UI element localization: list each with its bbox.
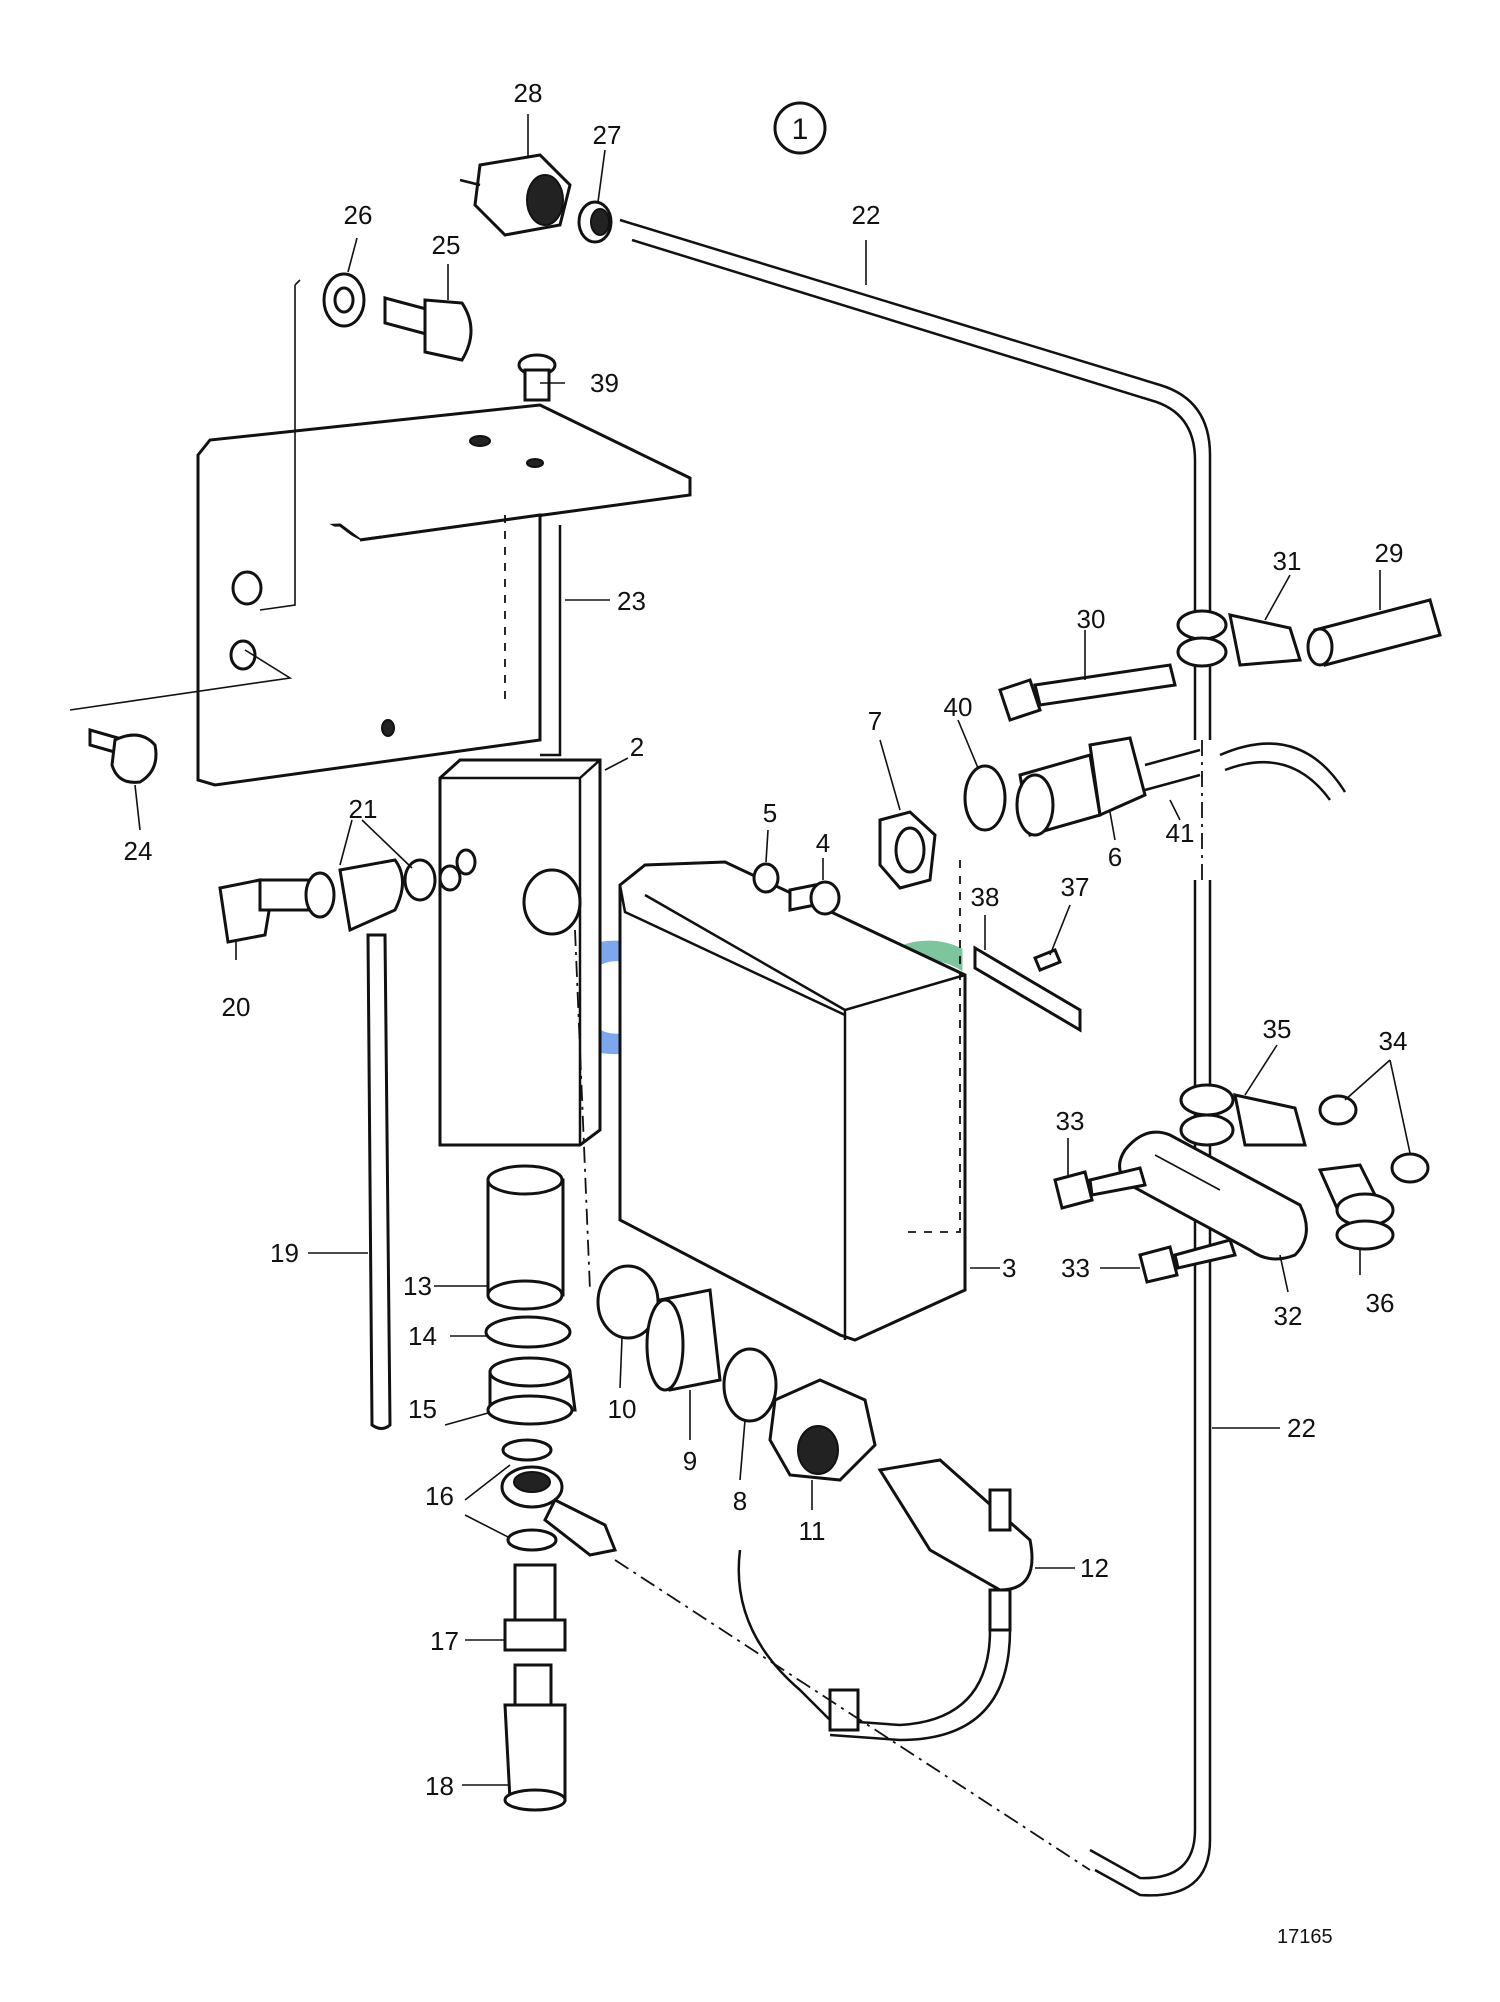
bracket-32 [1118,1130,1308,1261]
fitting-27 [577,200,613,244]
callout-11: 11 [799,1516,826,1546]
bolt-25 [383,296,473,362]
screw-39 [517,353,557,402]
o-ring-14 [484,1315,572,1349]
callout-27: 27 [593,120,622,150]
bolt-20 [218,878,312,944]
callout-41: 41 [1166,818,1195,848]
callout-34: 34 [1379,1026,1408,1056]
washer-16a [501,1438,553,1462]
callout-33-bottom: 33 [1061,1253,1090,1283]
callout-10: 10 [608,1394,637,1424]
callout-25: 25 [432,230,461,260]
seal-40 [963,764,1007,832]
callout-9: 9 [683,1446,697,1476]
bolt-33b [1138,1238,1237,1284]
washer-5 [752,862,780,894]
hose-arc [1219,742,1347,801]
callout-37: 37 [1061,872,1090,902]
callout-40: 40 [944,692,973,722]
valve-18 [503,1663,567,1812]
callout-19: 19 [270,1238,299,1268]
callout-22-bottom: 22 [1287,1413,1316,1443]
box-3 [618,860,967,1342]
callout-38: 38 [971,882,1000,912]
bolt-33a [1053,1166,1147,1210]
plate-38 [973,945,1082,1033]
callout-28: 28 [514,78,543,108]
pipe-22-lower [1089,880,1212,1897]
callout-32: 32 [1274,1301,1303,1331]
cylinder-13 [486,1164,565,1311]
figure-number: 1 [792,113,809,146]
pipe-19 [366,933,392,1430]
spacer-29 [1306,598,1442,667]
bolt-24 [88,728,158,784]
callout-4: 4 [816,828,830,858]
screw-4 [788,880,841,916]
callout-17: 17 [430,1626,459,1656]
callout-20: 20 [222,992,251,1022]
nut-34a [1318,1094,1358,1126]
center-line-a [614,1559,1091,1871]
callout-7: 7 [868,706,882,736]
clamp-31 [1176,609,1302,668]
callout-39: 39 [590,368,619,398]
callout-24: 24 [124,836,153,866]
callout-30: 30 [1077,604,1106,634]
washer-26 [322,272,366,328]
nut-34b [1390,1152,1430,1184]
sensor-12 [737,1458,1034,1742]
nut-11 [768,1378,877,1482]
fitting-17 [503,1563,567,1652]
callout-15: 15 [408,1394,437,1424]
callout-31: 31 [1273,546,1302,576]
callout-36: 36 [1366,1288,1395,1318]
callout-3: 3 [1002,1253,1016,1283]
clamp-35 [1179,1083,1307,1147]
figure-number-badge: 1 [773,101,827,155]
callout-22-top: 22 [852,200,881,230]
bracket-23 [69,279,692,787]
callout-29: 29 [1375,538,1404,568]
drawing-reference: 17165 [1277,1926,1333,1948]
fitting-9 [645,1288,722,1392]
block-2 [438,758,602,1147]
callout-35: 35 [1263,1014,1292,1044]
bolt-30 [998,663,1177,722]
nut-15 [486,1356,577,1426]
callout-16: 16 [425,1481,454,1511]
leader-lines [134,114,1411,1786]
callout-33-top: 33 [1056,1106,1085,1136]
callout-8: 8 [733,1486,747,1516]
nut-7 [878,810,937,890]
nut-28 [459,153,572,237]
callout-18: 18 [425,1771,454,1801]
callout-13: 13 [403,1271,432,1301]
callouts: 28 27 22 26 25 39 23 31 29 30 2 7 40 24 … [124,78,1408,1801]
o-ring-8 [722,1347,778,1423]
washer-16b [506,1528,558,1552]
callout-21: 21 [349,794,378,824]
screw-37 [1033,948,1062,972]
fitting-6 [1015,736,1147,837]
grommet-36 [1317,1163,1395,1251]
banjo-21 [304,858,462,933]
callout-12: 12 [1080,1553,1109,1583]
callout-5: 5 [763,798,777,828]
pipe-41 [1144,748,1201,792]
pipe-22 [619,218,1212,740]
callout-14: 14 [408,1321,437,1351]
callout-23: 23 [617,586,646,616]
callout-2: 2 [630,732,644,762]
callout-6: 6 [1108,842,1122,872]
banjo-16 [500,1465,618,1557]
callout-26: 26 [344,200,373,230]
